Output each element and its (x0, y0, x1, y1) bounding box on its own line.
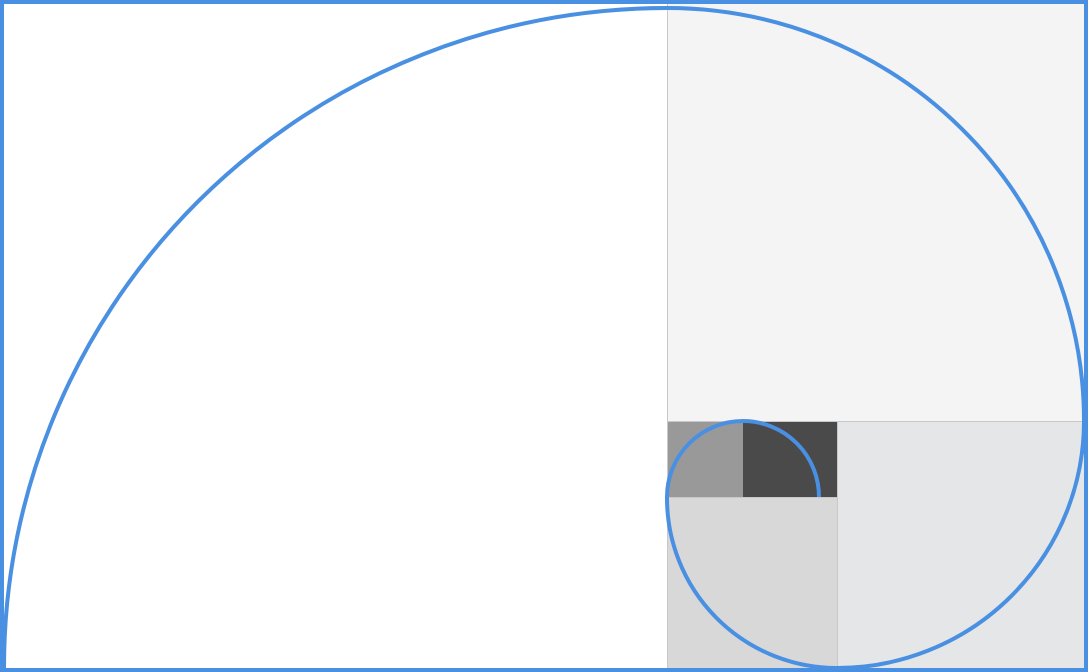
golden-spiral-curve (4, 5, 1084, 668)
square-large (4, 4, 667, 668)
square-top-right (667, 4, 1084, 421)
spiral-canvas (4, 4, 1084, 668)
squares-layer (4, 4, 1084, 668)
square-small-dark (743, 421, 837, 497)
square-bottom-right (837, 421, 1084, 668)
square-small-gray (667, 421, 743, 497)
square-bottom-middle (667, 497, 837, 668)
